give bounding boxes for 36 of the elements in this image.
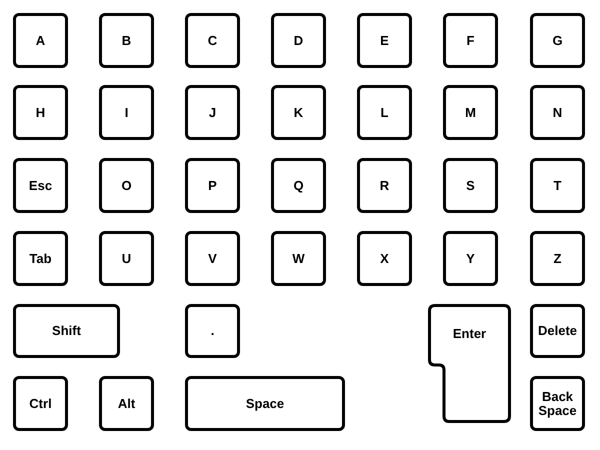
key: Q [271,158,326,213]
key: N [530,85,585,140]
key: R [357,158,412,213]
key: A [13,13,68,68]
key: U [99,231,154,286]
key: Delete [530,304,585,358]
key: I [99,85,154,140]
key: V [185,231,240,286]
key: M [443,85,498,140]
key: W [271,231,326,286]
key: Y [443,231,498,286]
key: K [271,85,326,140]
key: L [357,85,412,140]
key: Tab [13,231,68,286]
key: Esc [13,158,68,213]
key: G [530,13,585,68]
key: D [271,13,326,68]
key: F [443,13,498,68]
key: Ctrl [13,376,68,431]
key: . [185,304,240,358]
key: S [443,158,498,213]
key: P [185,158,240,213]
key: J [185,85,240,140]
key: E [357,13,412,68]
key: T [530,158,585,213]
key: Space [185,376,345,431]
key: C [185,13,240,68]
enter-key: Enter [428,304,511,423]
key: Z [530,231,585,286]
key: Alt [99,376,154,431]
key: Back Space [530,376,585,431]
key: B [99,13,154,68]
key: H [13,85,68,140]
key: Shift [13,304,120,358]
key: X [357,231,412,286]
key: O [99,158,154,213]
